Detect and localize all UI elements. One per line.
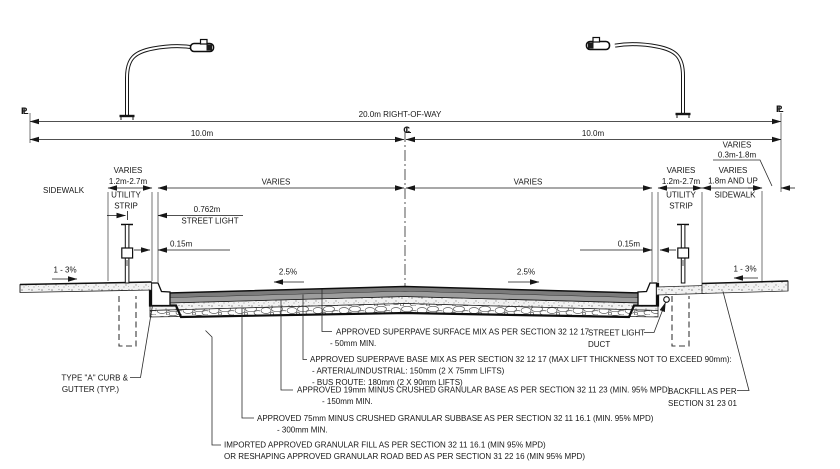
slope-left-sidewalk: 1 - 3%: [53, 266, 76, 275]
ann-fill-1: IMPORTED APPROVED GRANULAR FILL AS PER S…: [224, 441, 546, 450]
ann-base-mix-1: APPROVED SUPERPAVE BASE MIX AS PER SECTI…: [310, 355, 732, 364]
ann-base-mix-2: - ARTERIAL/INDUSTRIAL: 150mm (2 X 75mm L…: [312, 367, 505, 376]
left-sidewalk-section: [19, 281, 152, 293]
utility-right-label1: UTILITY: [666, 191, 696, 200]
boulevard-dimension: VARIES 0.3m-1.8m: [713, 141, 795, 191]
pl-symbol-left: PL: [21, 106, 29, 117]
right-sidewalk-dimension: VARIES 1.8m AND UP SIDEWALK: [701, 166, 763, 200]
cl-symbol: CL: [403, 125, 411, 136]
ann-backfill-2: SECTION 31 23 01: [668, 399, 737, 408]
left-duct-outline: [118, 296, 137, 347]
ann-base-mix-3: - BUS ROUTE: 180mm (2 X 90mm LIFTS): [312, 378, 463, 387]
ann-subbase-2: - 300mm MIN.: [277, 426, 328, 435]
boulevard-varies: VARIES: [723, 141, 752, 150]
utility-right-range: 1.2m-2.7m: [662, 177, 701, 186]
pl-symbol-right: PL: [776, 104, 784, 115]
sidewalk-right-label: SIDEWALK: [714, 191, 756, 200]
slope-left-road: 2.5%: [279, 268, 297, 277]
road-varies-left: VARIES: [262, 178, 291, 187]
right-street-light: [585, 36, 691, 118]
asphalt-surface-layer: [168, 286, 642, 298]
offset-0762-text: 0.762m: [194, 205, 221, 214]
sidewalk-right-varies: VARIES: [719, 166, 748, 175]
offset-015-left-text: 0.15m: [170, 240, 193, 249]
left-utility-strip-dimension: VARIES 1.2m-2.7m UTILITY STRIP: [107, 166, 153, 211]
extension-lines: [107, 191, 763, 284]
row-dim-text: 20.0m RIGHT-OF-WAY: [359, 110, 442, 119]
utility-left-label1: UTILITY: [111, 191, 141, 200]
right-utility-surface: [656, 285, 705, 296]
half-left-text: 10.0m: [191, 129, 214, 138]
left-street-light: [119, 38, 215, 120]
ann-backfill-1: BACKFILL AS PER: [668, 387, 737, 396]
left-curb: [150, 282, 171, 307]
ann-granular-base-2: - 150mm MIN.: [322, 397, 373, 406]
half-right-text: 10.0m: [582, 129, 605, 138]
utility-left-label2: STRIP: [114, 202, 138, 211]
curb-offset-right: 0.15m: [580, 240, 676, 253]
ann-surface-mix-2: - 50mm MIN.: [330, 339, 376, 348]
utility-right-varies: VARIES: [667, 166, 696, 175]
sidewalk-right-range: 1.8m AND UP: [708, 177, 758, 186]
right-sidewalk-section: [701, 280, 789, 294]
ann-curb-2: GUTTER (TYP.): [62, 385, 120, 394]
right-pole-section: [677, 223, 690, 284]
varies-road-dimensions: VARIES VARIES: [157, 178, 653, 191]
ann-surface-mix-1: APPROVED SUPERPAVE SURFACE MIX AS PER SE…: [336, 328, 590, 337]
utility-left-range: 1.2m-2.7m: [109, 177, 148, 186]
utility-left-varies: VARIES: [114, 166, 143, 175]
offset-0762-label: STREET LIGHT: [181, 217, 238, 226]
ann-duct-1: STREET LIGHT: [588, 329, 645, 338]
road-varies-right: VARIES: [514, 178, 543, 187]
half-dimensions: 10.0m 10.0m: [29, 129, 782, 143]
pavement-structure: [148, 283, 660, 319]
right-curb: [637, 282, 658, 307]
boulevard-range: 0.3m-1.8m: [718, 151, 757, 160]
granular-subbase-layer: [149, 303, 659, 318]
slope-right-road: 2.5%: [517, 268, 535, 277]
slope-right-sidewalk: 1 - 3%: [733, 265, 756, 274]
left-pole-section: [121, 223, 134, 284]
annotations: APPROVED SUPERPAVE SURFACE MIX AS PER SE…: [61, 328, 737, 462]
ann-granular-base-1: APPROVED 19mm MINUS CRUSHED GRANULAR BAS…: [297, 386, 671, 395]
leader-lines: [130, 289, 750, 446]
right-duct-outline: [671, 296, 690, 347]
street-light-duct-circle: [663, 296, 670, 303]
slope-labels: 1 - 3% 1 - 3% 2.5% 2.5%: [52, 265, 758, 285]
offset-015-right-text: 0.15m: [618, 240, 641, 249]
ann-subbase-1: APPROVED 75mm MINUS CRUSHED GRANULAR SUB…: [257, 414, 654, 423]
streetlight-offset-dimension: 0.762m STREET LIGHT: [107, 205, 243, 226]
utility-right-label2: STRIP: [669, 202, 693, 211]
ann-duct-2: DUCT: [588, 340, 610, 349]
curb-offset-left: 0.15m: [134, 240, 230, 253]
ann-curb-1: TYPE "A" CURB &: [61, 374, 128, 383]
ann-fill-2: OR RESHAPING APPROVED GRANULAR ROAD BED …: [224, 452, 585, 461]
right-utility-strip-dimension: VARIES 1.2m-2.7m UTILITY STRIP: [657, 166, 703, 211]
sidewalk-left-label: SIDEWALK: [43, 186, 85, 195]
